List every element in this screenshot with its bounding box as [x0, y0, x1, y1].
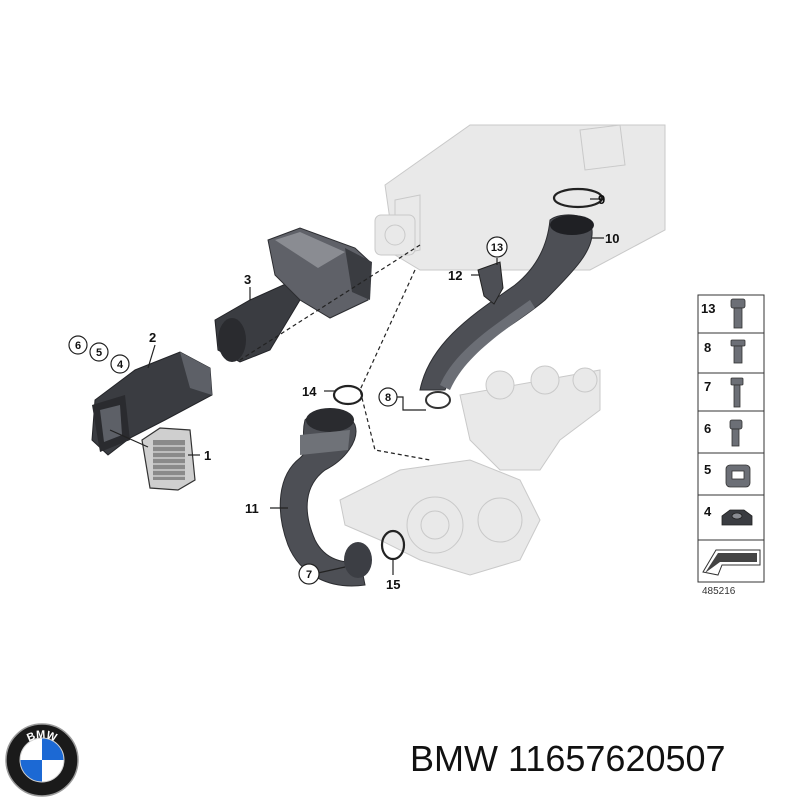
callout-5-circled: 5: [89, 342, 109, 362]
part-11-charge-hose: [279, 408, 372, 587]
part-3-intake-silencer: [214, 227, 372, 363]
callout-4-circled: 4: [110, 354, 130, 374]
seal-ring-15: [380, 529, 406, 561]
leader-lines: [109, 198, 604, 575]
callout-6-circled: 6: [68, 335, 88, 355]
clamp-8: [425, 391, 451, 409]
intercooler-ghost: [374, 124, 666, 271]
svg-text:8: 8: [385, 392, 391, 404]
callout-9: 9: [598, 192, 605, 207]
part-12-bracket: [477, 261, 504, 305]
callout-13-circled: 13: [486, 236, 508, 258]
legend-item-5: 5: [704, 462, 711, 477]
callout-14: 14: [302, 384, 317, 399]
part-number-caption: BMW 11657620507: [410, 738, 726, 779]
part-2-intake-snorkel: [91, 351, 213, 456]
callout-10: 10: [605, 231, 619, 246]
legend-item-8: 8: [704, 340, 711, 355]
bolt-8-icon: [730, 339, 746, 364]
svg-text:7: 7: [306, 569, 312, 581]
direction-arrow-icon: [702, 549, 761, 576]
legend-item-6: 6: [704, 421, 711, 436]
callout-11: 11: [245, 501, 259, 516]
bolt-13-icon: [730, 298, 746, 329]
grommet-4-icon: [721, 509, 753, 526]
legend-item-13: 13: [701, 301, 715, 316]
assembly-lines: [239, 244, 431, 461]
svg-text:6: 6: [75, 340, 81, 352]
part-10-charge-hose: [419, 214, 594, 391]
bmw-logo: BMW: [4, 722, 80, 798]
callout-1: 1: [204, 448, 211, 463]
part-1-filter-grille: [141, 427, 196, 491]
seal-ring-14: [332, 384, 364, 406]
svg-text:13: 13: [491, 242, 503, 254]
seal-ring-9: [552, 187, 604, 209]
bolt-6-icon: [729, 419, 743, 447]
callout-7-circled: 7: [298, 563, 320, 585]
callout-3: 3: [244, 272, 251, 287]
clip-5-icon: [725, 464, 751, 488]
small-parts-legend: 13 8 7 6 5 4: [697, 294, 765, 597]
svg-text:4: 4: [117, 359, 124, 371]
legend-item-7: 7: [704, 379, 711, 394]
bolt-7-icon: [730, 377, 744, 408]
callout-8-circled: 8: [378, 387, 398, 407]
diagram-reference-number: 485216: [702, 586, 736, 597]
callout-12: 12: [448, 268, 462, 283]
turbo-manifold-ghost: [339, 365, 601, 576]
svg-text:5: 5: [96, 347, 102, 359]
legend-item-4: 4: [704, 504, 712, 519]
callout-15: 15: [386, 577, 400, 592]
callout-2: 2: [149, 330, 156, 345]
